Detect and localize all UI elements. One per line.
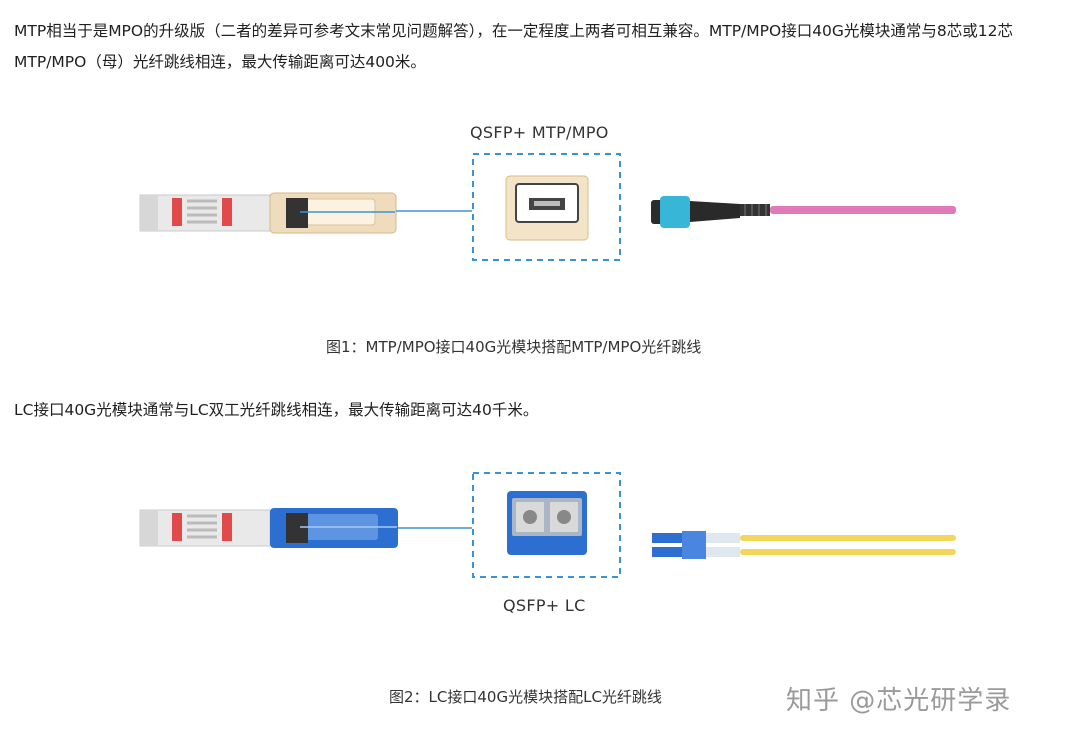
- figure1-port-label: QSFP+ MTP/MPO: [470, 123, 609, 142]
- paragraph-mtp-mpo: MTP相当于是MPO的升级版（二者的差异可参考文末常见问题解答），在一定程度上两…: [14, 22, 1014, 71]
- lc-duplex-cable-icon: [652, 531, 956, 559]
- zhihu-watermark: 知乎 @芯光研学录: [786, 686, 1012, 716]
- lc-duplex-port-icon: [507, 491, 587, 555]
- mtp-cable-icon: [651, 196, 956, 228]
- qsfp-mtp-module-icon: [139, 192, 397, 234]
- figure2-port-label: QSFP+ LC: [503, 596, 586, 615]
- figure2-caption: 图2：LC接口40G光模块搭配LC光纤跳线: [389, 688, 662, 706]
- qsfp-lc-module-icon: [139, 508, 398, 548]
- paragraph-lc: LC接口40G光模块通常与LC双工光纤跳线相连，最大传输距离可达40千米。: [14, 401, 539, 419]
- mtp-port-icon: [505, 175, 589, 241]
- figure1-caption: 图1：MTP/MPO接口40G光模块搭配MTP/MPO光纤跳线: [326, 338, 702, 356]
